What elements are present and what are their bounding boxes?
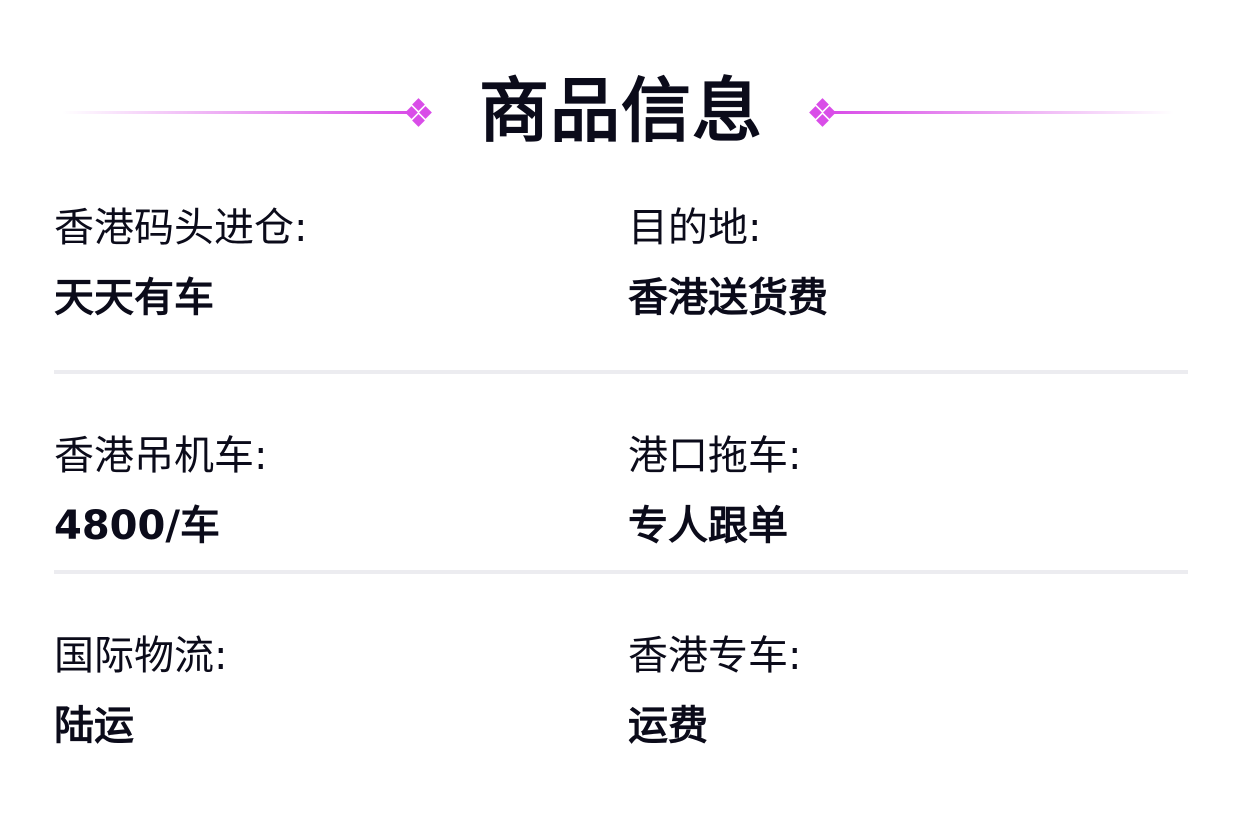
info-label: 香港码头进仓: xyxy=(54,205,308,251)
info-value: 专人跟单 xyxy=(628,503,788,549)
info-item: 香港码头进仓: 天天有车 xyxy=(54,200,307,326)
info-value: 4800/车 xyxy=(54,503,220,549)
info-row: 香港码头进仓: 天天有车 目的地: 香港送货费 xyxy=(54,200,1188,372)
info-label: 港口拖车: xyxy=(628,433,802,479)
title-line-left xyxy=(62,111,410,114)
diamond-cluster-icon xyxy=(405,98,432,127)
info-item: 港口拖车: 专人跟单 xyxy=(628,428,801,554)
info-value: 香港送货费 xyxy=(628,275,828,321)
info-item: 香港吊机车: 4800/车 xyxy=(54,428,267,554)
info-label: 香港专车: xyxy=(628,633,802,679)
info-label: 目的地: xyxy=(628,205,762,251)
info-label: 国际物流: xyxy=(54,633,228,679)
info-item: 国际物流: 陆运 xyxy=(54,628,227,754)
diamond-cluster-icon xyxy=(809,98,836,127)
info-row: 国际物流: 陆运 香港专车: 运费 xyxy=(54,628,1188,828)
info-label: 香港吊机车: xyxy=(54,433,268,479)
info-item: 香港专车: 运费 xyxy=(628,628,801,754)
info-value: 运费 xyxy=(628,703,708,749)
info-item: 目的地: 香港送货费 xyxy=(628,200,828,326)
row-divider xyxy=(54,370,1188,374)
row-divider xyxy=(54,570,1188,574)
info-value: 天天有车 xyxy=(54,275,214,321)
title-line-right xyxy=(832,111,1174,114)
info-row: 香港吊机车: 4800/车 港口拖车: 专人跟单 xyxy=(54,428,1188,628)
page-title: 商品信息 xyxy=(479,70,763,152)
info-value: 陆运 xyxy=(54,703,134,749)
product-info-grid: 香港码头进仓: 天天有车 目的地: 香港送货费 香港吊机车: 4800/车 港口… xyxy=(54,200,1188,749)
